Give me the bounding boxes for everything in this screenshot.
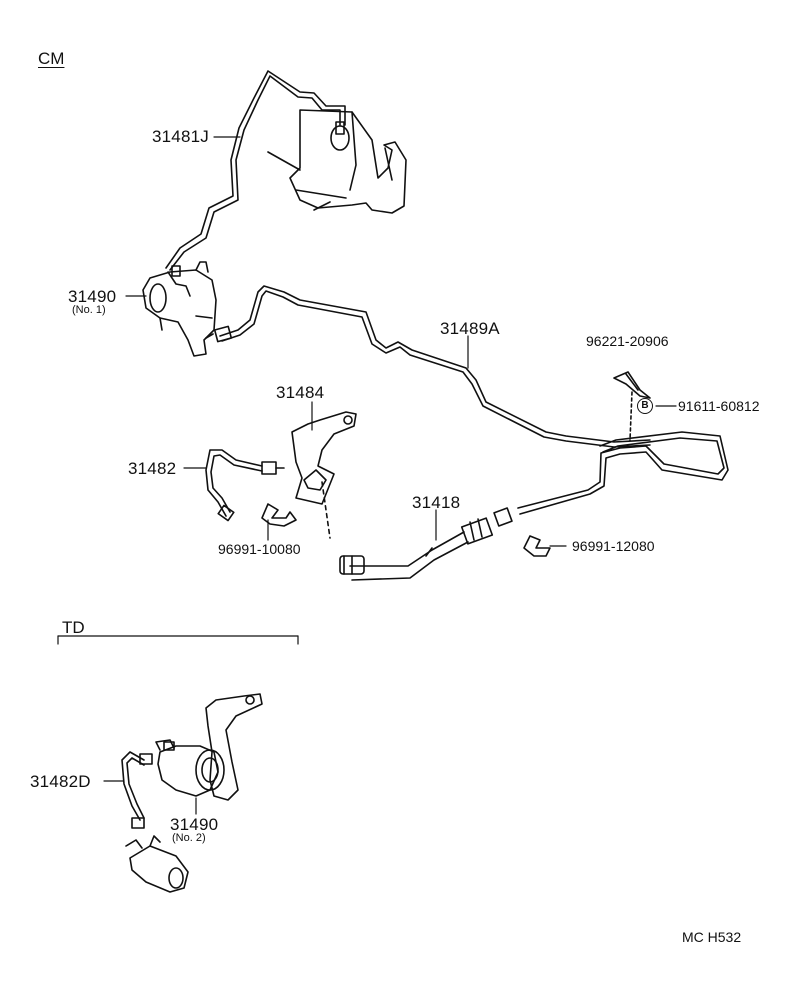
leader-lines-cm: [126, 137, 676, 546]
label-96991-12080: 96991-12080: [572, 538, 655, 554]
label-31482D: 31482D: [30, 772, 91, 791]
label-31489A: 31489A: [440, 319, 500, 338]
clutch-master-cylinder: [268, 110, 406, 213]
label-31490-no2: 31490: [170, 815, 219, 834]
hose-31418: [340, 508, 512, 580]
label-31481J: 31481J: [152, 127, 209, 146]
pipe-31481J: [166, 71, 345, 270]
clip-96991-12080: [524, 536, 550, 556]
bracket-31484: [292, 412, 356, 538]
release-cylinder-no2: [156, 740, 224, 796]
leader-lines-td: [104, 781, 196, 814]
td-lower-cylinder: [126, 836, 188, 892]
pipe-31489A: [206, 286, 728, 514]
release-cylinder-no1: [143, 262, 216, 356]
label-31490-no1-sub: (No. 1): [72, 304, 106, 316]
clip-96991-10080: [262, 504, 296, 526]
label-31490-no1: 31490: [68, 287, 117, 306]
pipe-31482D: [122, 752, 152, 828]
td-section-rule: [58, 636, 298, 644]
section-label-td: TD: [62, 618, 85, 637]
b-mark-icon: B: [637, 398, 653, 414]
label-31490-no2-sub: (No. 2): [172, 832, 206, 844]
section-label-cm: CM: [38, 49, 65, 68]
label-31484: 31484: [276, 383, 325, 402]
label-96221-20906: 96221-20906: [586, 333, 669, 349]
pipe-31482: [206, 450, 284, 521]
clamp-96221-20906: [614, 372, 650, 440]
label-91611-60812: 91611-60812: [678, 398, 760, 414]
td-bracket: [206, 694, 262, 800]
label-31482: 31482: [128, 459, 177, 478]
label-31418: 31418: [412, 493, 461, 512]
diagram-code: MC H532: [682, 929, 742, 945]
label-96991-10080: 96991-10080: [218, 541, 301, 557]
